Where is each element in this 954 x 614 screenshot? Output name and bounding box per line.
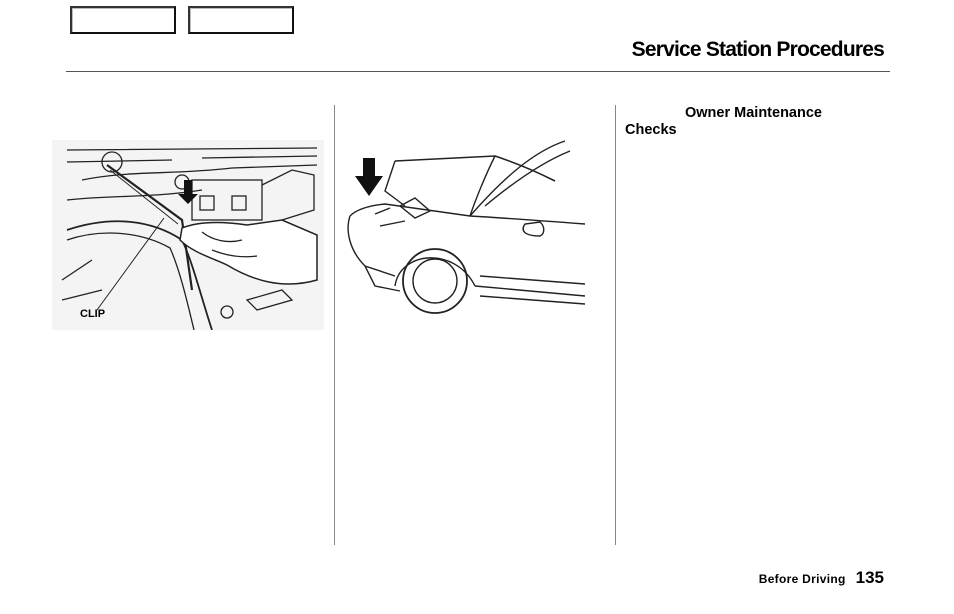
column-divider-right <box>615 105 616 545</box>
header-rule <box>66 71 890 72</box>
car-hood-closing-illustration <box>347 140 586 314</box>
nav-button-previous[interactable] <box>70 6 176 34</box>
page-number: 135 <box>855 568 884 587</box>
heading-line-1: Owner Maintenance <box>685 105 822 121</box>
nav-button-next[interactable] <box>188 6 294 34</box>
hood-support-rod-illustration <box>52 140 324 330</box>
heading-line-2: Checks <box>625 122 677 138</box>
clip-callout-label: CLIP <box>80 308 106 320</box>
page-title: Service Station Procedures <box>631 38 885 61</box>
column-divider-left <box>334 105 335 545</box>
footer-section-label: Before Driving <box>758 572 846 586</box>
page-footer: Before Driving 135 <box>759 568 884 588</box>
owner-maintenance-heading: Owner Maintenance Checks <box>625 105 865 139</box>
